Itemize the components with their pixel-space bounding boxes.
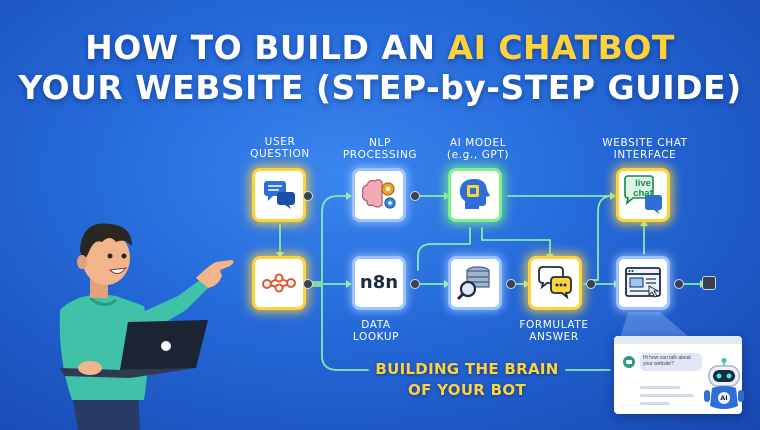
end-node xyxy=(702,276,716,290)
connector-dot xyxy=(303,191,313,201)
share-nodes-icon xyxy=(262,273,296,293)
chat-window-titlebar xyxy=(614,336,742,344)
connector-dot xyxy=(506,279,516,289)
brain-label-line-2: OF YOUR BOT xyxy=(408,381,526,399)
label-formulate-answer: FORMULATE ANSWER xyxy=(519,319,589,343)
ai-model-node[interactable] xyxy=(448,168,502,222)
title-line-2: YOUR WEBSITE (STEP-by-STEP GUIDE) xyxy=(18,68,742,107)
label-data-lookup: DATA LOOKUP xyxy=(352,319,400,343)
robot-badge: AI xyxy=(720,394,728,402)
connector-dot xyxy=(410,191,420,201)
connector-dot xyxy=(410,279,420,289)
title-line-1: HOW TO BUILD AN AI CHATBOT xyxy=(0,28,760,67)
bot-avatar-icon xyxy=(623,356,635,368)
brain-gears-icon xyxy=(361,179,396,209)
title-prefix: HOW TO BUILD AN xyxy=(85,28,436,67)
chat-message: Hi how can talk about your website? xyxy=(640,353,702,371)
connector-dot xyxy=(586,279,596,289)
robot-icon xyxy=(704,358,744,409)
nlp-processing-node[interactable] xyxy=(352,168,406,222)
browser-window-icon xyxy=(625,267,661,298)
n8n-logo: n8n xyxy=(359,272,399,293)
connector-dot xyxy=(303,279,313,289)
live-chat-label: live chat xyxy=(633,178,653,199)
placeholder-lines xyxy=(640,386,694,405)
person-illustration xyxy=(59,223,234,430)
live-chat-icon xyxy=(624,175,662,214)
browser-window-node[interactable] xyxy=(616,256,670,310)
ai-head-icon xyxy=(459,179,490,209)
label-website-chat: WEBSITE CHAT INTERFACE xyxy=(602,137,688,161)
formulate-answer-node[interactable] xyxy=(528,256,582,310)
label-user-question: USER QUESTION xyxy=(250,136,310,160)
label-ai-model: AI MODEL (e.g., GPT) xyxy=(446,137,510,161)
brain-label-line-1: BUILDING THE BRAIN xyxy=(375,360,559,378)
user-question-node[interactable] xyxy=(252,168,306,222)
n8n-node[interactable]: n8n xyxy=(352,256,406,310)
chat-bubbles-icon xyxy=(264,181,295,209)
connector-dot xyxy=(674,279,684,289)
data-lookup-node[interactable] xyxy=(448,256,502,310)
database-search-icon xyxy=(456,266,490,301)
brain-label: BUILDING THE BRAIN OF YOUR BOT xyxy=(372,359,562,401)
answer-bubbles-icon xyxy=(538,266,572,300)
label-nlp-processing: NLP PROCESSING xyxy=(342,137,418,161)
router-node[interactable] xyxy=(252,256,306,310)
website-chat-node[interactable]: live chat xyxy=(616,168,670,222)
title-highlight: AI CHATBOT xyxy=(447,28,675,67)
